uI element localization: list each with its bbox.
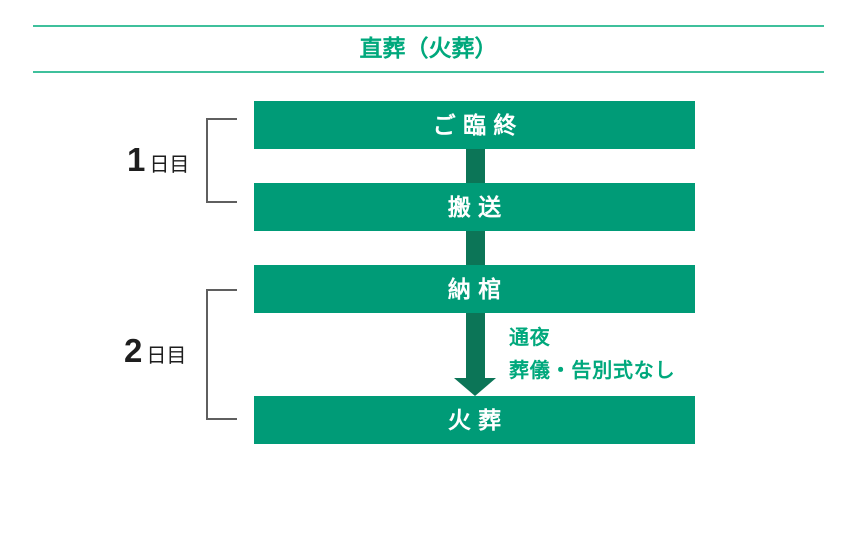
arrow-note-line1: 通夜 [509,327,551,349]
down-arrow-icon [466,313,485,378]
step-box-cremation: 火葬 [254,396,695,444]
title-rule-bottom [33,71,824,73]
step-box-transport: 搬送 [254,183,695,231]
down-arrow-head-icon [454,378,496,396]
arrow-note: 通夜 葬儀・告別式なし [509,322,675,388]
arrow-note-line2: 葬儀・告別式なし [509,360,676,382]
day-1-label: 1 日目 [127,143,189,176]
connector-step1-step2 [466,149,485,183]
day-1-suffix: 日目 [149,154,190,176]
day-1-number: 1 [127,141,146,178]
step-box-passing: ご臨終 [254,101,695,149]
day-1-bracket [206,118,237,203]
day-2-suffix: 日目 [146,345,187,367]
step-box-encoffining: 納棺 [254,265,695,313]
connector-step2-step3 [466,231,485,265]
day-2-bracket [206,289,237,420]
diagram-title: 直葬（火葬） [359,35,498,61]
title-rule-top [33,25,824,27]
day-2-label: 2 日目 [124,334,186,367]
day-2-number: 2 [124,332,143,369]
